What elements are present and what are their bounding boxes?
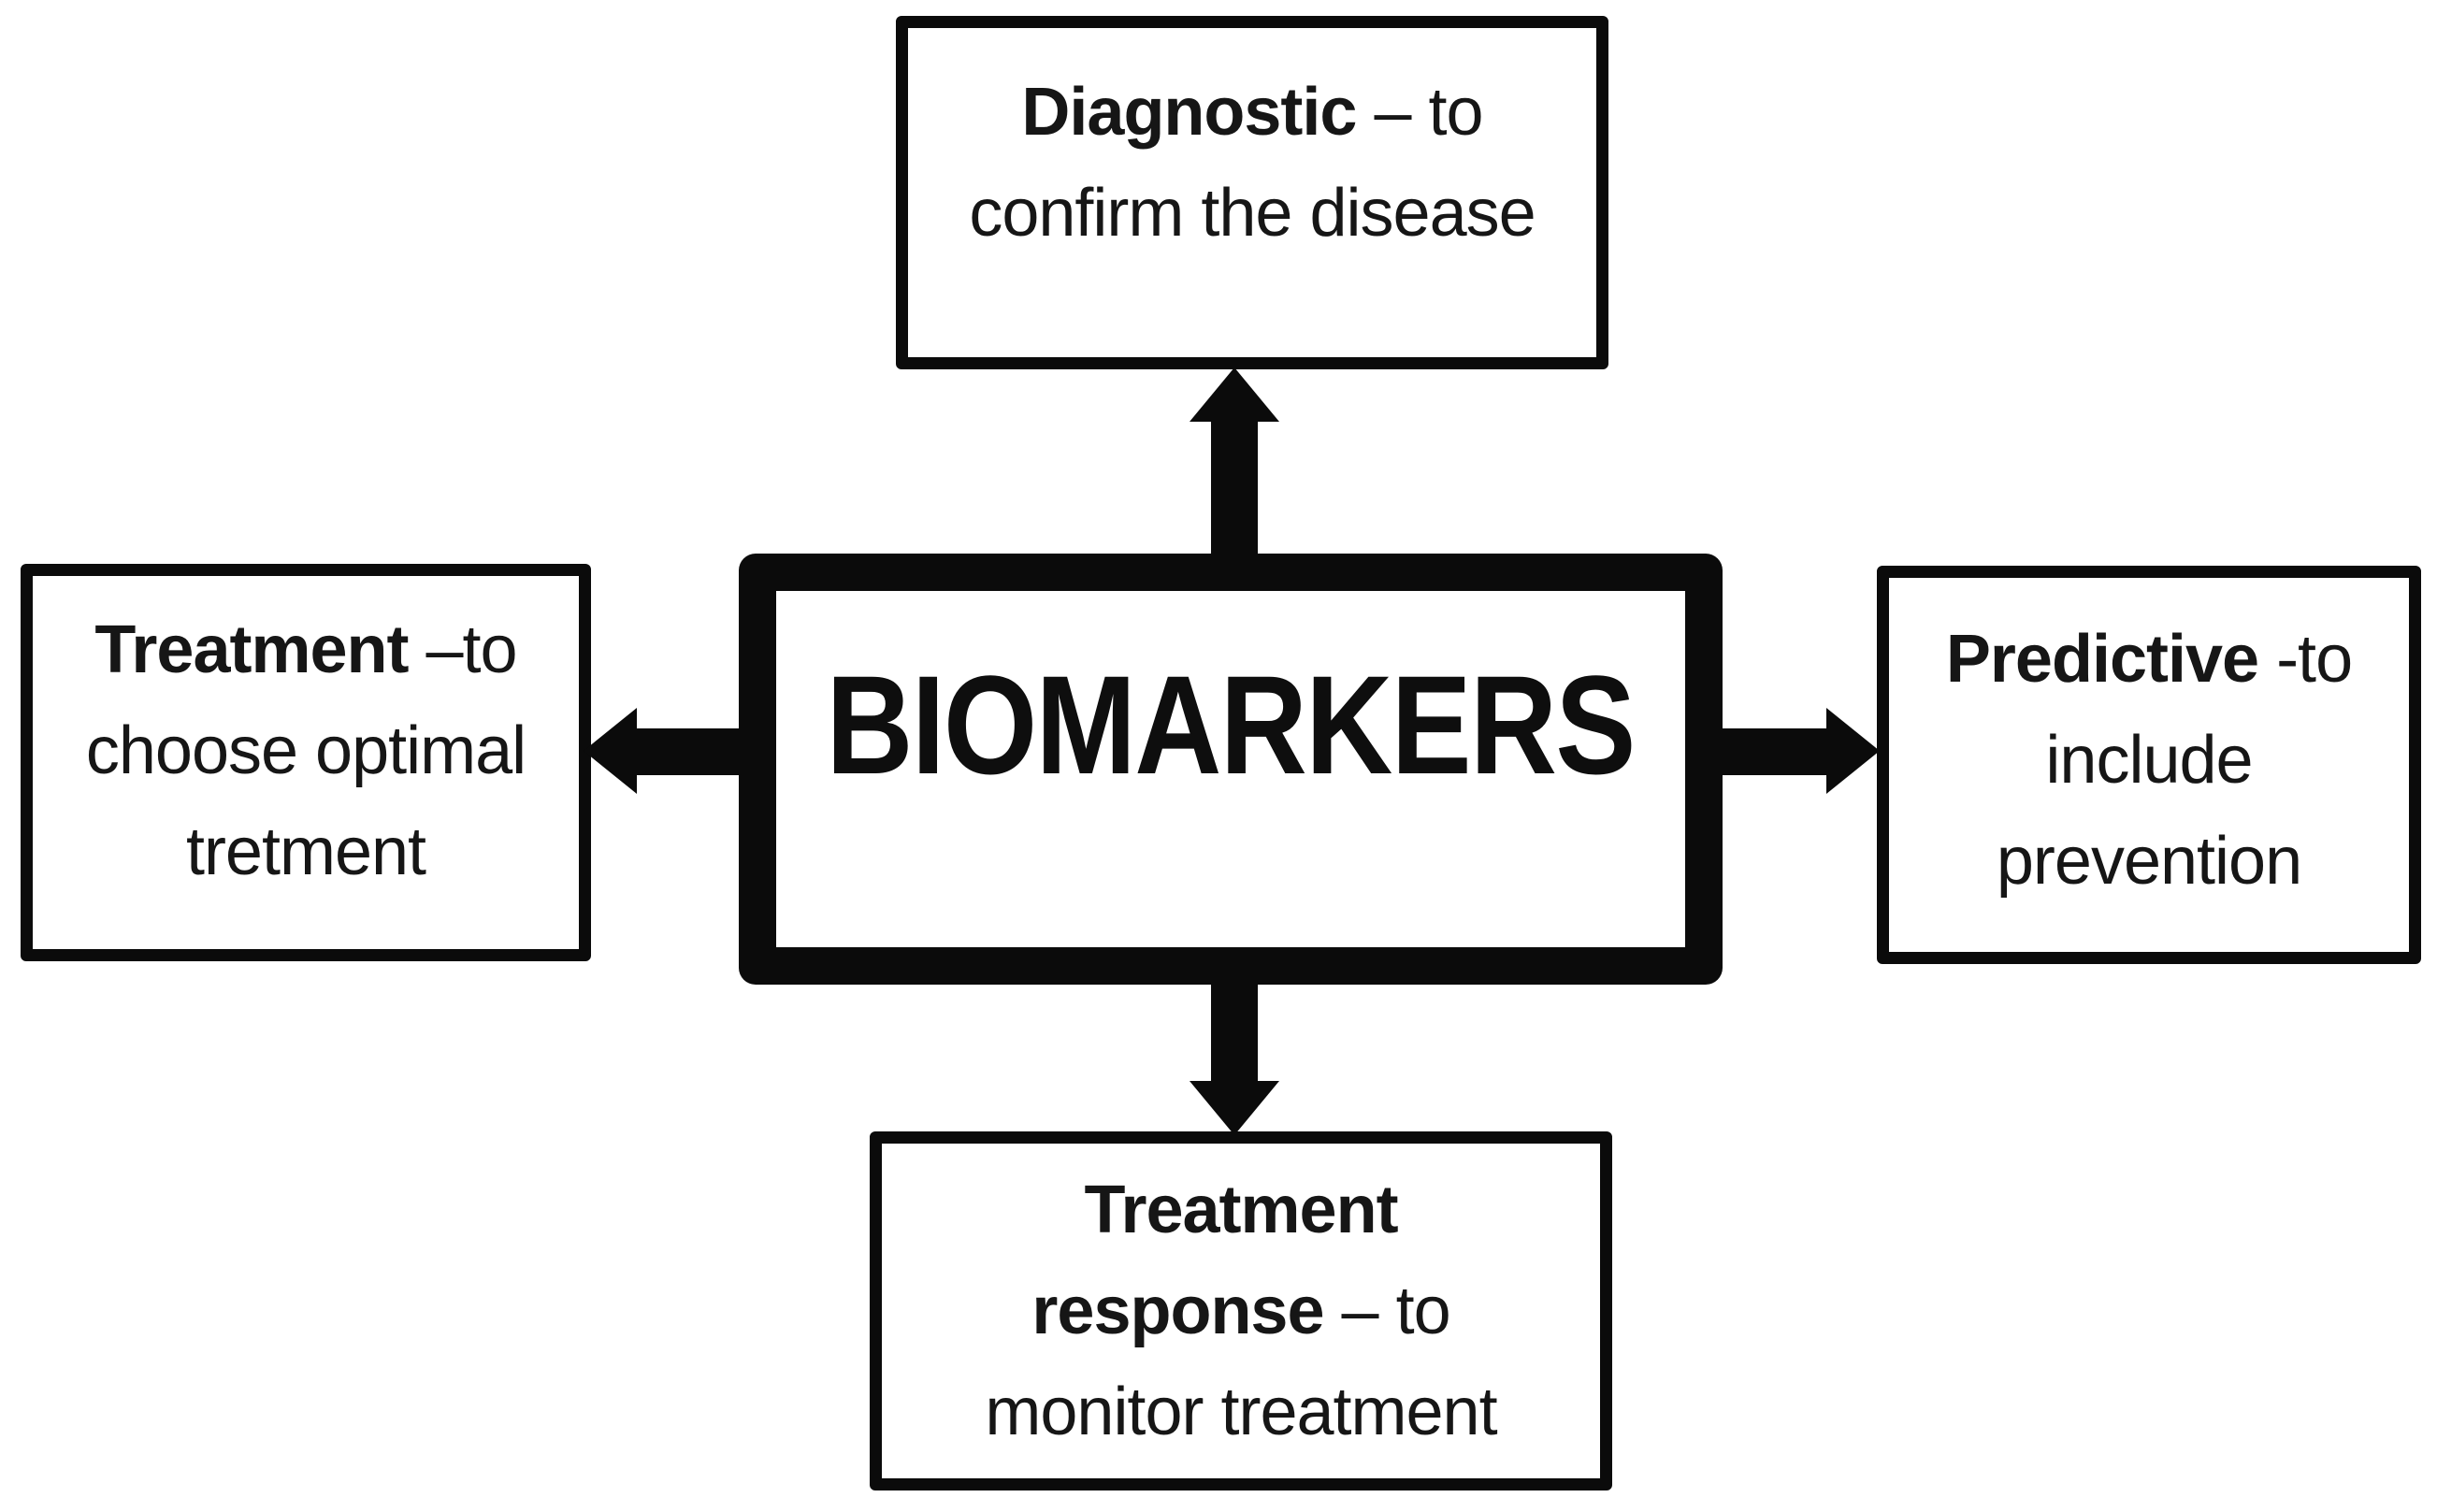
treatment-response-title-line2: response – to bbox=[1031, 1260, 1451, 1361]
diagnostic-box: Diagnostic – to confirm the disease bbox=[896, 16, 1608, 369]
right-arrow-icon bbox=[1826, 708, 1880, 794]
up-arrow-shaft bbox=[1211, 419, 1258, 561]
predictive-title-line: Predictive -to bbox=[1945, 609, 2353, 710]
biomarkers-label: BIOMARKERS bbox=[826, 645, 1637, 803]
left-arrow-icon bbox=[584, 708, 637, 794]
treatment-description-line3: tretment bbox=[185, 814, 426, 889]
treatment-title-rest: –to bbox=[408, 612, 518, 687]
diagnostic-description: confirm the disease bbox=[969, 176, 1536, 251]
up-arrow-icon bbox=[1190, 367, 1279, 422]
predictive-box: Predictive -to include prevention bbox=[1877, 566, 2421, 964]
predictive-description-line2: include bbox=[2045, 723, 2253, 798]
treatment-response-title-bold1: Treatment bbox=[1084, 1173, 1398, 1247]
down-arrow-shaft bbox=[1211, 976, 1258, 1083]
down-arrow-icon bbox=[1190, 1081, 1279, 1135]
diagnostic-title-bold: Diagnostic bbox=[1021, 75, 1357, 150]
predictive-description-line3: prevention bbox=[1996, 824, 2302, 899]
treatment-title-bold: Treatment bbox=[94, 612, 409, 687]
predictive-title-bold: Predictive bbox=[1945, 622, 2259, 697]
diagnostic-title-rest: – to bbox=[1356, 75, 1483, 150]
treatment-response-title-bold2: response bbox=[1031, 1274, 1324, 1348]
biomarkers-box: BIOMARKERS bbox=[739, 554, 1723, 985]
treatment-response-description: monitor treatment bbox=[985, 1375, 1497, 1449]
treatment-title-line: Treatment –to bbox=[94, 599, 518, 700]
treatment-response-box: Treatment response – to monitor treatmen… bbox=[870, 1131, 1612, 1490]
right-arrow-shaft bbox=[1715, 728, 1827, 775]
treatment-description-line2: choose optimal bbox=[85, 713, 526, 788]
diagnostic-title-line: Diagnostic – to bbox=[1021, 62, 1483, 163]
left-arrow-shaft bbox=[634, 728, 746, 775]
treatment-response-title-rest2: – to bbox=[1323, 1274, 1451, 1348]
predictive-title-rest: -to bbox=[2258, 622, 2353, 697]
treatment-response-title-line1: Treatment bbox=[1084, 1159, 1398, 1260]
treatment-box: Treatment –to choose optimal tretment bbox=[21, 564, 591, 961]
